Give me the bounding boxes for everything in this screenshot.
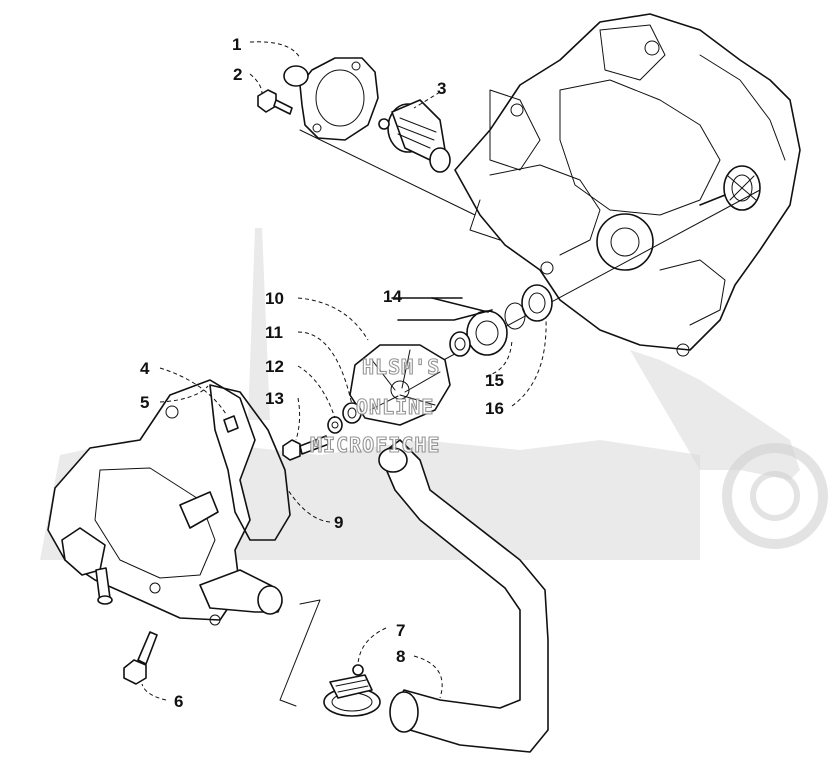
watermark-line-1: HLSM'S <box>362 355 440 379</box>
seal-set <box>449 284 553 357</box>
callout-9: 9 <box>334 513 343 532</box>
callout-2: 2 <box>233 65 242 84</box>
callout-3: 3 <box>437 79 446 98</box>
callout-6: 6 <box>174 692 183 711</box>
bolt-13 <box>282 435 330 461</box>
callout-11: 11 <box>265 323 283 342</box>
callout-16: 16 <box>485 399 504 418</box>
bolt-6 <box>123 631 158 685</box>
bolt-2 <box>257 89 293 115</box>
callouts: 1 2 3 4 5 6 7 8 9 10 11 12 13 14 15 16 <box>140 35 504 711</box>
callout-12: 12 <box>265 357 284 376</box>
watermark-line-3: MICROFICHE <box>310 433 440 457</box>
washers <box>327 402 362 434</box>
callout-13: 13 <box>265 389 284 408</box>
callout-15: 15 <box>485 371 504 390</box>
thermostat-housing <box>283 57 379 141</box>
gasket <box>209 384 291 541</box>
callout-8: 8 <box>396 647 405 666</box>
hose-clamp <box>323 664 381 717</box>
thermostat <box>378 99 451 173</box>
callout-14: 14 <box>383 287 402 306</box>
coolant-hose <box>378 439 549 753</box>
callout-4: 4 <box>140 359 150 378</box>
callout-1: 1 <box>232 35 241 54</box>
callout-10: 10 <box>265 289 284 308</box>
engine-case <box>454 13 801 357</box>
watermark-text: HLSM'S ONLINE MICROFICHE <box>309 354 440 457</box>
callout-7: 7 <box>396 621 405 640</box>
watermark-line-2: ONLINE <box>356 395 434 419</box>
callout-5: 5 <box>140 393 149 412</box>
leader-lines <box>141 41 547 707</box>
water-pump-cover <box>47 379 283 626</box>
dowel-pin <box>223 415 239 433</box>
